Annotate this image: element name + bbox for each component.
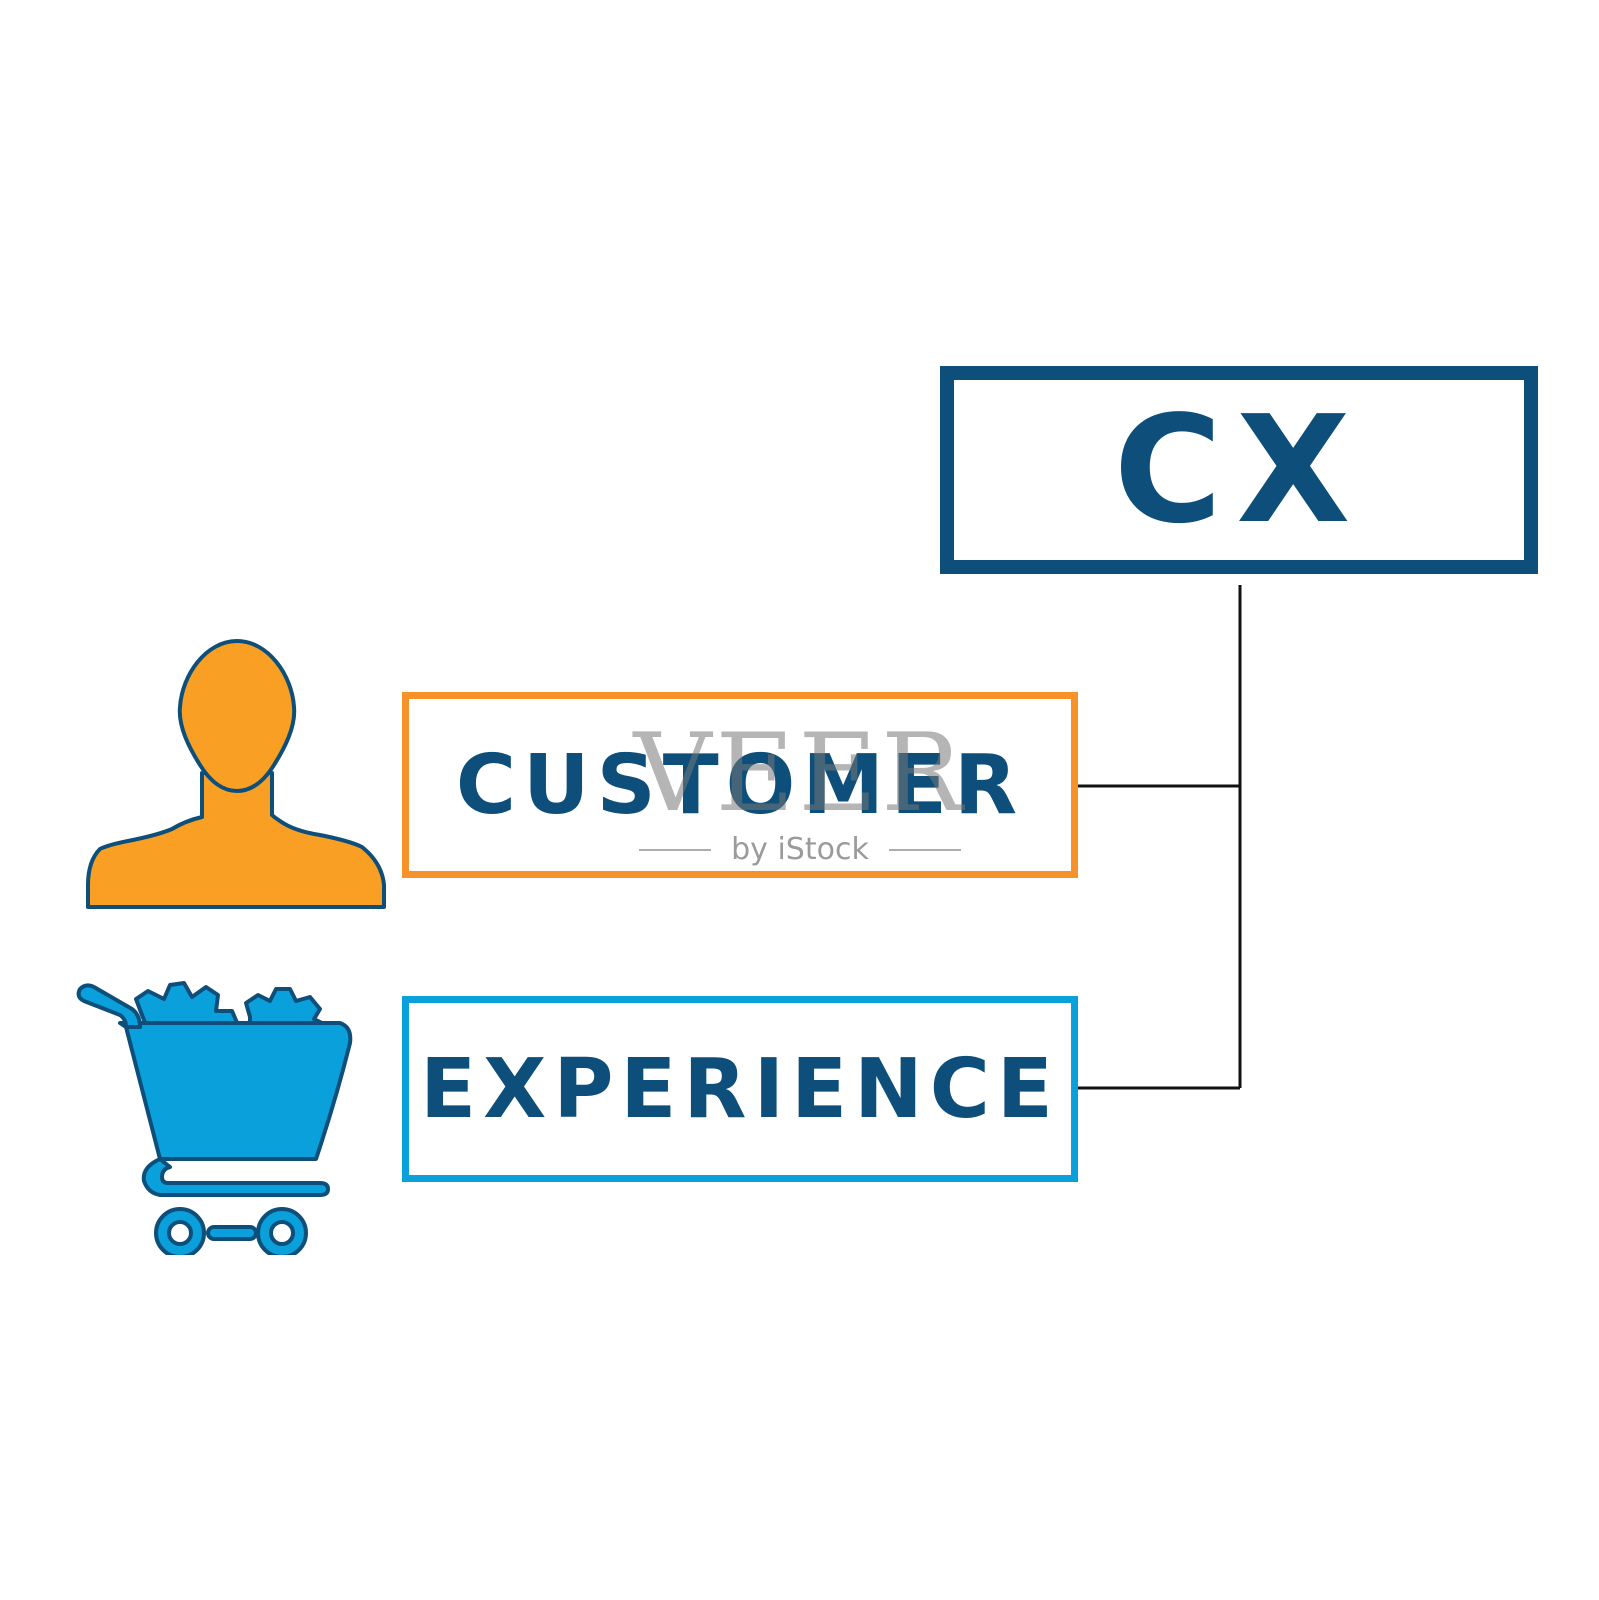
person-silhouette-icon xyxy=(86,638,386,909)
gear-icon xyxy=(244,987,328,1027)
customer-label: CUSTOMER xyxy=(455,737,1025,833)
shopping-cart-gears-icon xyxy=(76,981,353,1255)
customer-box: CUSTOMER xyxy=(402,692,1078,878)
gear-icon xyxy=(134,981,240,1027)
experience-label: EXPERIENCE xyxy=(420,1041,1060,1137)
acronym-label: CX xyxy=(1113,384,1365,556)
experience-box: EXPERIENCE xyxy=(402,996,1078,1182)
acronym-box: CX xyxy=(940,366,1538,574)
